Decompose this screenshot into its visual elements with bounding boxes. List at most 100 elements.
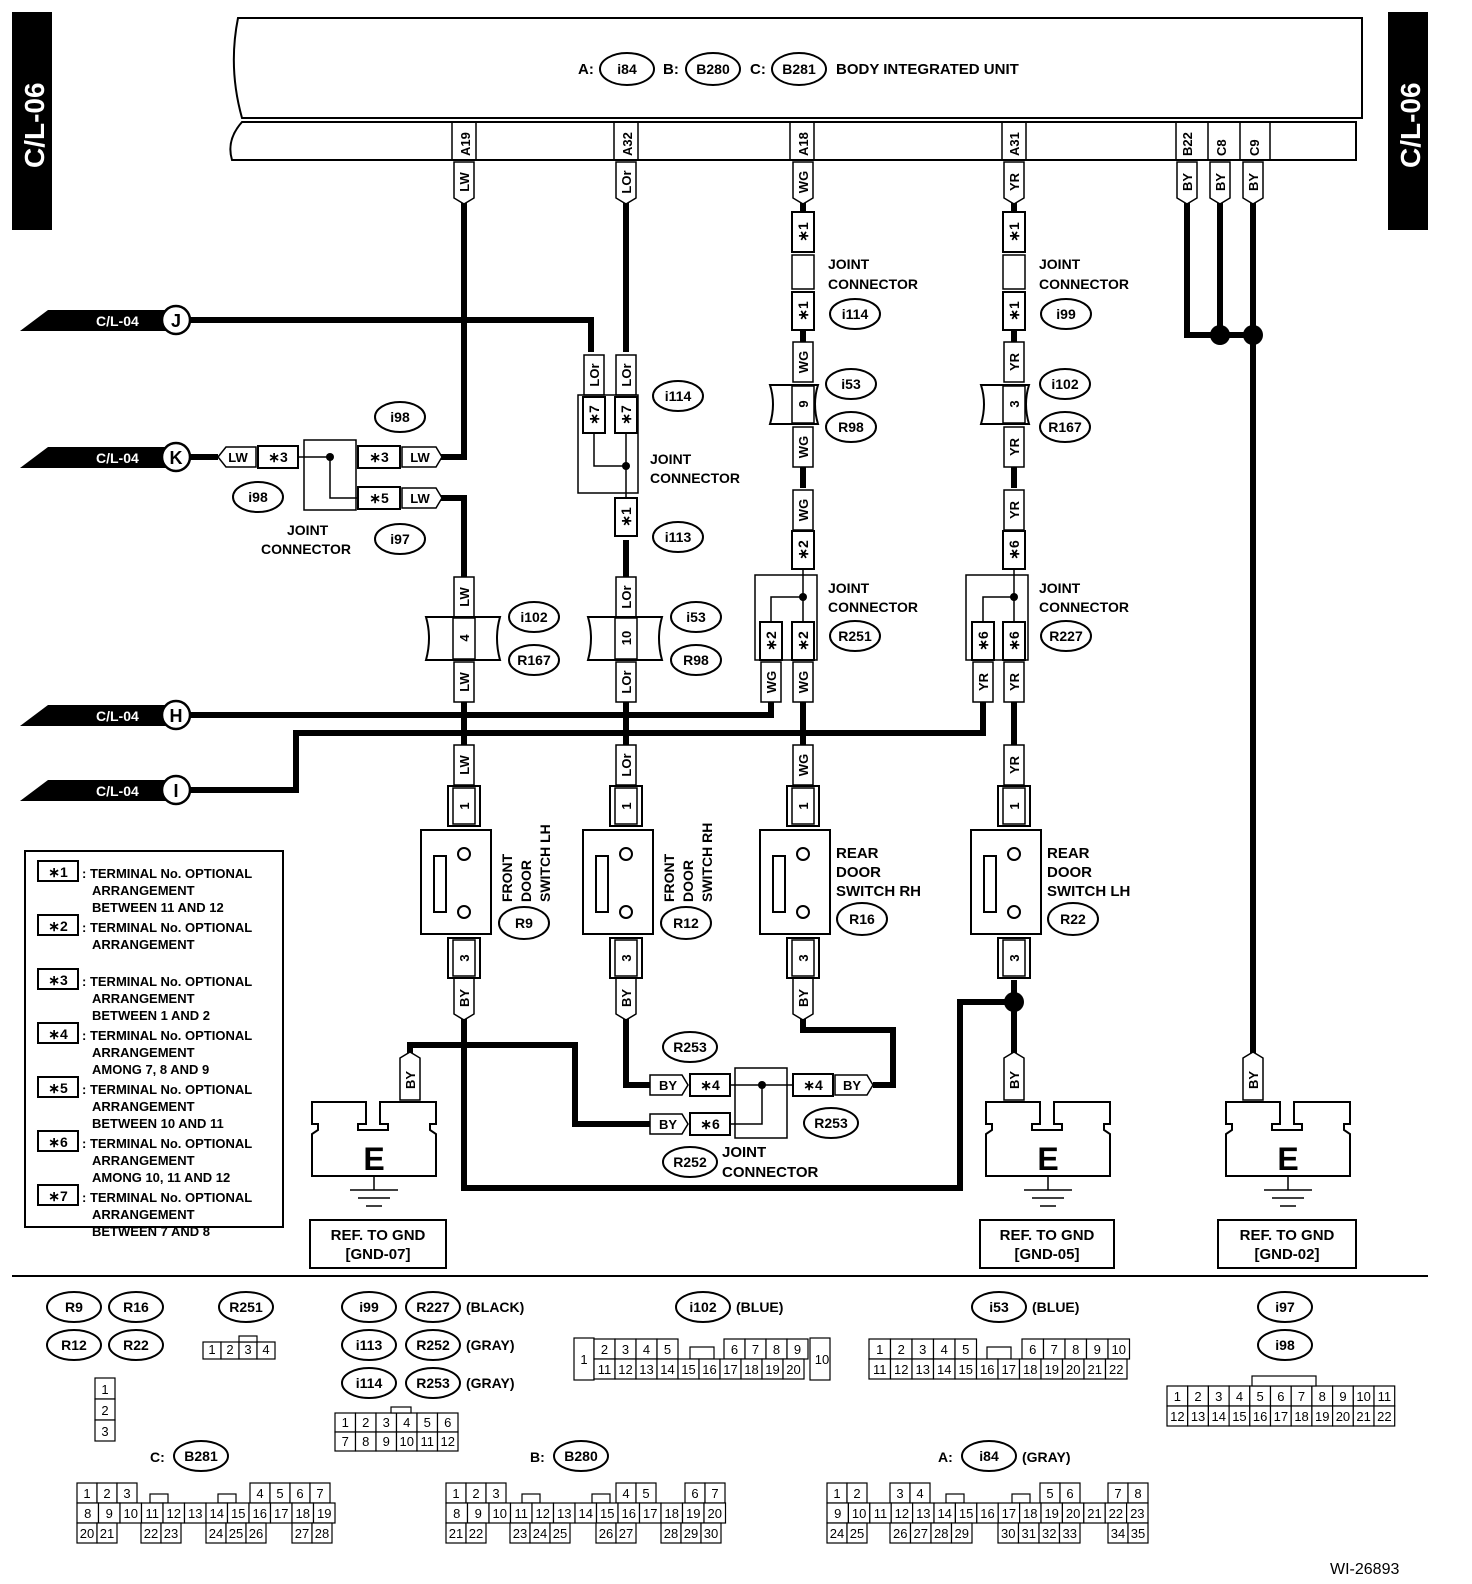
- terminal-star: ∗5: [369, 490, 389, 506]
- pin-number: 3: [619, 954, 634, 961]
- face-cell-number: 4: [916, 1486, 923, 1501]
- face-cell: 18: [740, 1358, 763, 1380]
- joint-label: CONNECTOR: [1039, 276, 1129, 292]
- joint-label: CONNECTOR: [722, 1164, 819, 1181]
- face-cell: 30: [997, 1522, 1020, 1544]
- face-cell-number: 23: [1130, 1506, 1144, 1521]
- face-cell: 16: [248, 1502, 272, 1524]
- offpage-h: C/L-04 H: [20, 699, 192, 731]
- face-cell: 22: [465, 1522, 487, 1544]
- wire-color-label: WG: [796, 351, 811, 373]
- face-cell-number: 4: [262, 1342, 269, 1357]
- face-cell-number: 12: [895, 1506, 909, 1521]
- face-cell-number: 5: [642, 1486, 649, 1501]
- face-cell-number: 11: [873, 1362, 887, 1377]
- ground-gnd-02: E REF. TO GND [GND-02]: [1217, 1101, 1357, 1269]
- connector-id: i113: [356, 1337, 383, 1353]
- face-cell: 9: [786, 1338, 809, 1360]
- legend-entry: ∗4: TERMINAL No. OPTIONALARRANGEMENTAMON…: [37, 1022, 252, 1077]
- joint-label: JOINT: [828, 256, 870, 272]
- face-cell: 4: [1228, 1385, 1251, 1407]
- face-cell-number: 34: [1111, 1526, 1125, 1541]
- face-cell-number: 4: [403, 1415, 410, 1430]
- face-cell: 28: [311, 1522, 333, 1544]
- pin-number: 1: [619, 802, 634, 809]
- joint-label: CONNECTOR: [1039, 599, 1129, 615]
- face-cell: 7: [309, 1482, 331, 1504]
- face-cell: 15: [677, 1358, 700, 1380]
- ground-ref: [GND-05]: [1014, 1246, 1079, 1263]
- connector-id: i114: [356, 1375, 383, 1391]
- terminal-star: ∗6: [975, 631, 991, 651]
- legend-entry: ∗7: TERMINAL No. OPTIONALARRANGEMENTBETW…: [37, 1184, 252, 1239]
- wire-color-label: LW: [228, 450, 248, 465]
- inline-connector-yr-3: 3 i102 R167: [979, 368, 1091, 443]
- rear-door-switch-rh: 1 3 REAR DOOR SWITCH RH R16: [759, 785, 921, 979]
- face-cell: 10: [1352, 1385, 1375, 1407]
- face-cell: 15: [1228, 1405, 1251, 1427]
- face-cell: 11: [868, 1358, 892, 1380]
- legend-key: ∗2: [48, 918, 68, 934]
- face-cell-number: 25: [229, 1526, 243, 1541]
- face-cell: 7: [744, 1338, 767, 1360]
- wire-color-label: LOr: [619, 670, 634, 693]
- face-cell-number: 20: [708, 1506, 722, 1521]
- face-cell: 1: [334, 1412, 357, 1433]
- face-cell: 8: [1127, 1482, 1149, 1504]
- face-cell: 17: [997, 1358, 1021, 1380]
- face-cell-number: 17: [1002, 1362, 1016, 1377]
- legend-key: ∗6: [48, 1134, 68, 1150]
- document-code: WI-26893: [1330, 1561, 1399, 1578]
- face-cell-number: 29: [955, 1526, 969, 1541]
- wire-color-label: BY: [843, 1078, 861, 1093]
- legend-key: ∗3: [48, 972, 68, 988]
- face-cell-number: 7: [711, 1486, 718, 1501]
- wire-color-label: YR: [1007, 437, 1022, 456]
- switch-label: DOOR: [836, 864, 881, 881]
- connector-id: i114: [842, 306, 869, 322]
- face-cell: 6: [723, 1338, 746, 1360]
- connector-prefix: A:: [938, 1449, 953, 1465]
- face-cell: 5: [416, 1412, 439, 1433]
- face-cell: 7: [1107, 1482, 1129, 1504]
- face-cell: 16: [698, 1358, 721, 1380]
- connector-color-note: (GRAY): [1022, 1449, 1071, 1465]
- joint-connector-wg-i114: ∗1 ∗1 JOINT CONNECTOR i114: [791, 211, 918, 331]
- face-cell-number: 2: [362, 1415, 369, 1430]
- face-cell-number: 17: [1274, 1409, 1288, 1424]
- face-cell: 24: [205, 1522, 227, 1544]
- face-cell-number: 30: [704, 1526, 718, 1541]
- face-cell: 8: [445, 1502, 469, 1524]
- legend-text: : TERMINAL No. OPTIONAL: [82, 1136, 252, 1151]
- face-cell: 11: [593, 1358, 616, 1380]
- face-cell: 6: [436, 1412, 459, 1433]
- wire-color-label: WG: [796, 754, 811, 776]
- face-cell-number: 10: [493, 1506, 507, 1521]
- face-cell-number: 7: [342, 1434, 349, 1449]
- pin-number: 3: [796, 954, 811, 961]
- face-cell-number: 21: [100, 1526, 114, 1541]
- face-cell-number: 21: [1088, 1362, 1102, 1377]
- face-cell: 13: [911, 1502, 935, 1524]
- face-cell-number: 16: [1253, 1409, 1267, 1424]
- face-cell-number: 28: [315, 1526, 329, 1541]
- face-cell: 11: [509, 1502, 533, 1524]
- face-cell-number: 10: [815, 1352, 829, 1367]
- face-cell-number: 13: [557, 1506, 571, 1521]
- switch-label: REAR: [1047, 845, 1090, 862]
- face-cell: 20: [1061, 1502, 1085, 1524]
- legend-text: ARRANGEMENT: [92, 1153, 195, 1168]
- face-cell: 6: [1269, 1385, 1292, 1407]
- terminal-star: ∗1: [1006, 301, 1022, 321]
- connector-id: R227: [1049, 628, 1083, 644]
- wire-color-label: LW: [410, 491, 430, 506]
- face-cell-number: 14: [660, 1362, 674, 1377]
- unit-connector-b: B280: [696, 61, 730, 77]
- legend-text: ARRANGEMENT: [92, 883, 195, 898]
- face-cell-number: 27: [914, 1526, 928, 1541]
- face-cell-number: 3: [896, 1486, 903, 1501]
- terminal-star: ∗4: [803, 1077, 823, 1093]
- face-cell: 21: [1083, 1358, 1107, 1380]
- connector-prefix: B:: [530, 1449, 545, 1465]
- face-cell-number: 19: [1045, 1362, 1059, 1377]
